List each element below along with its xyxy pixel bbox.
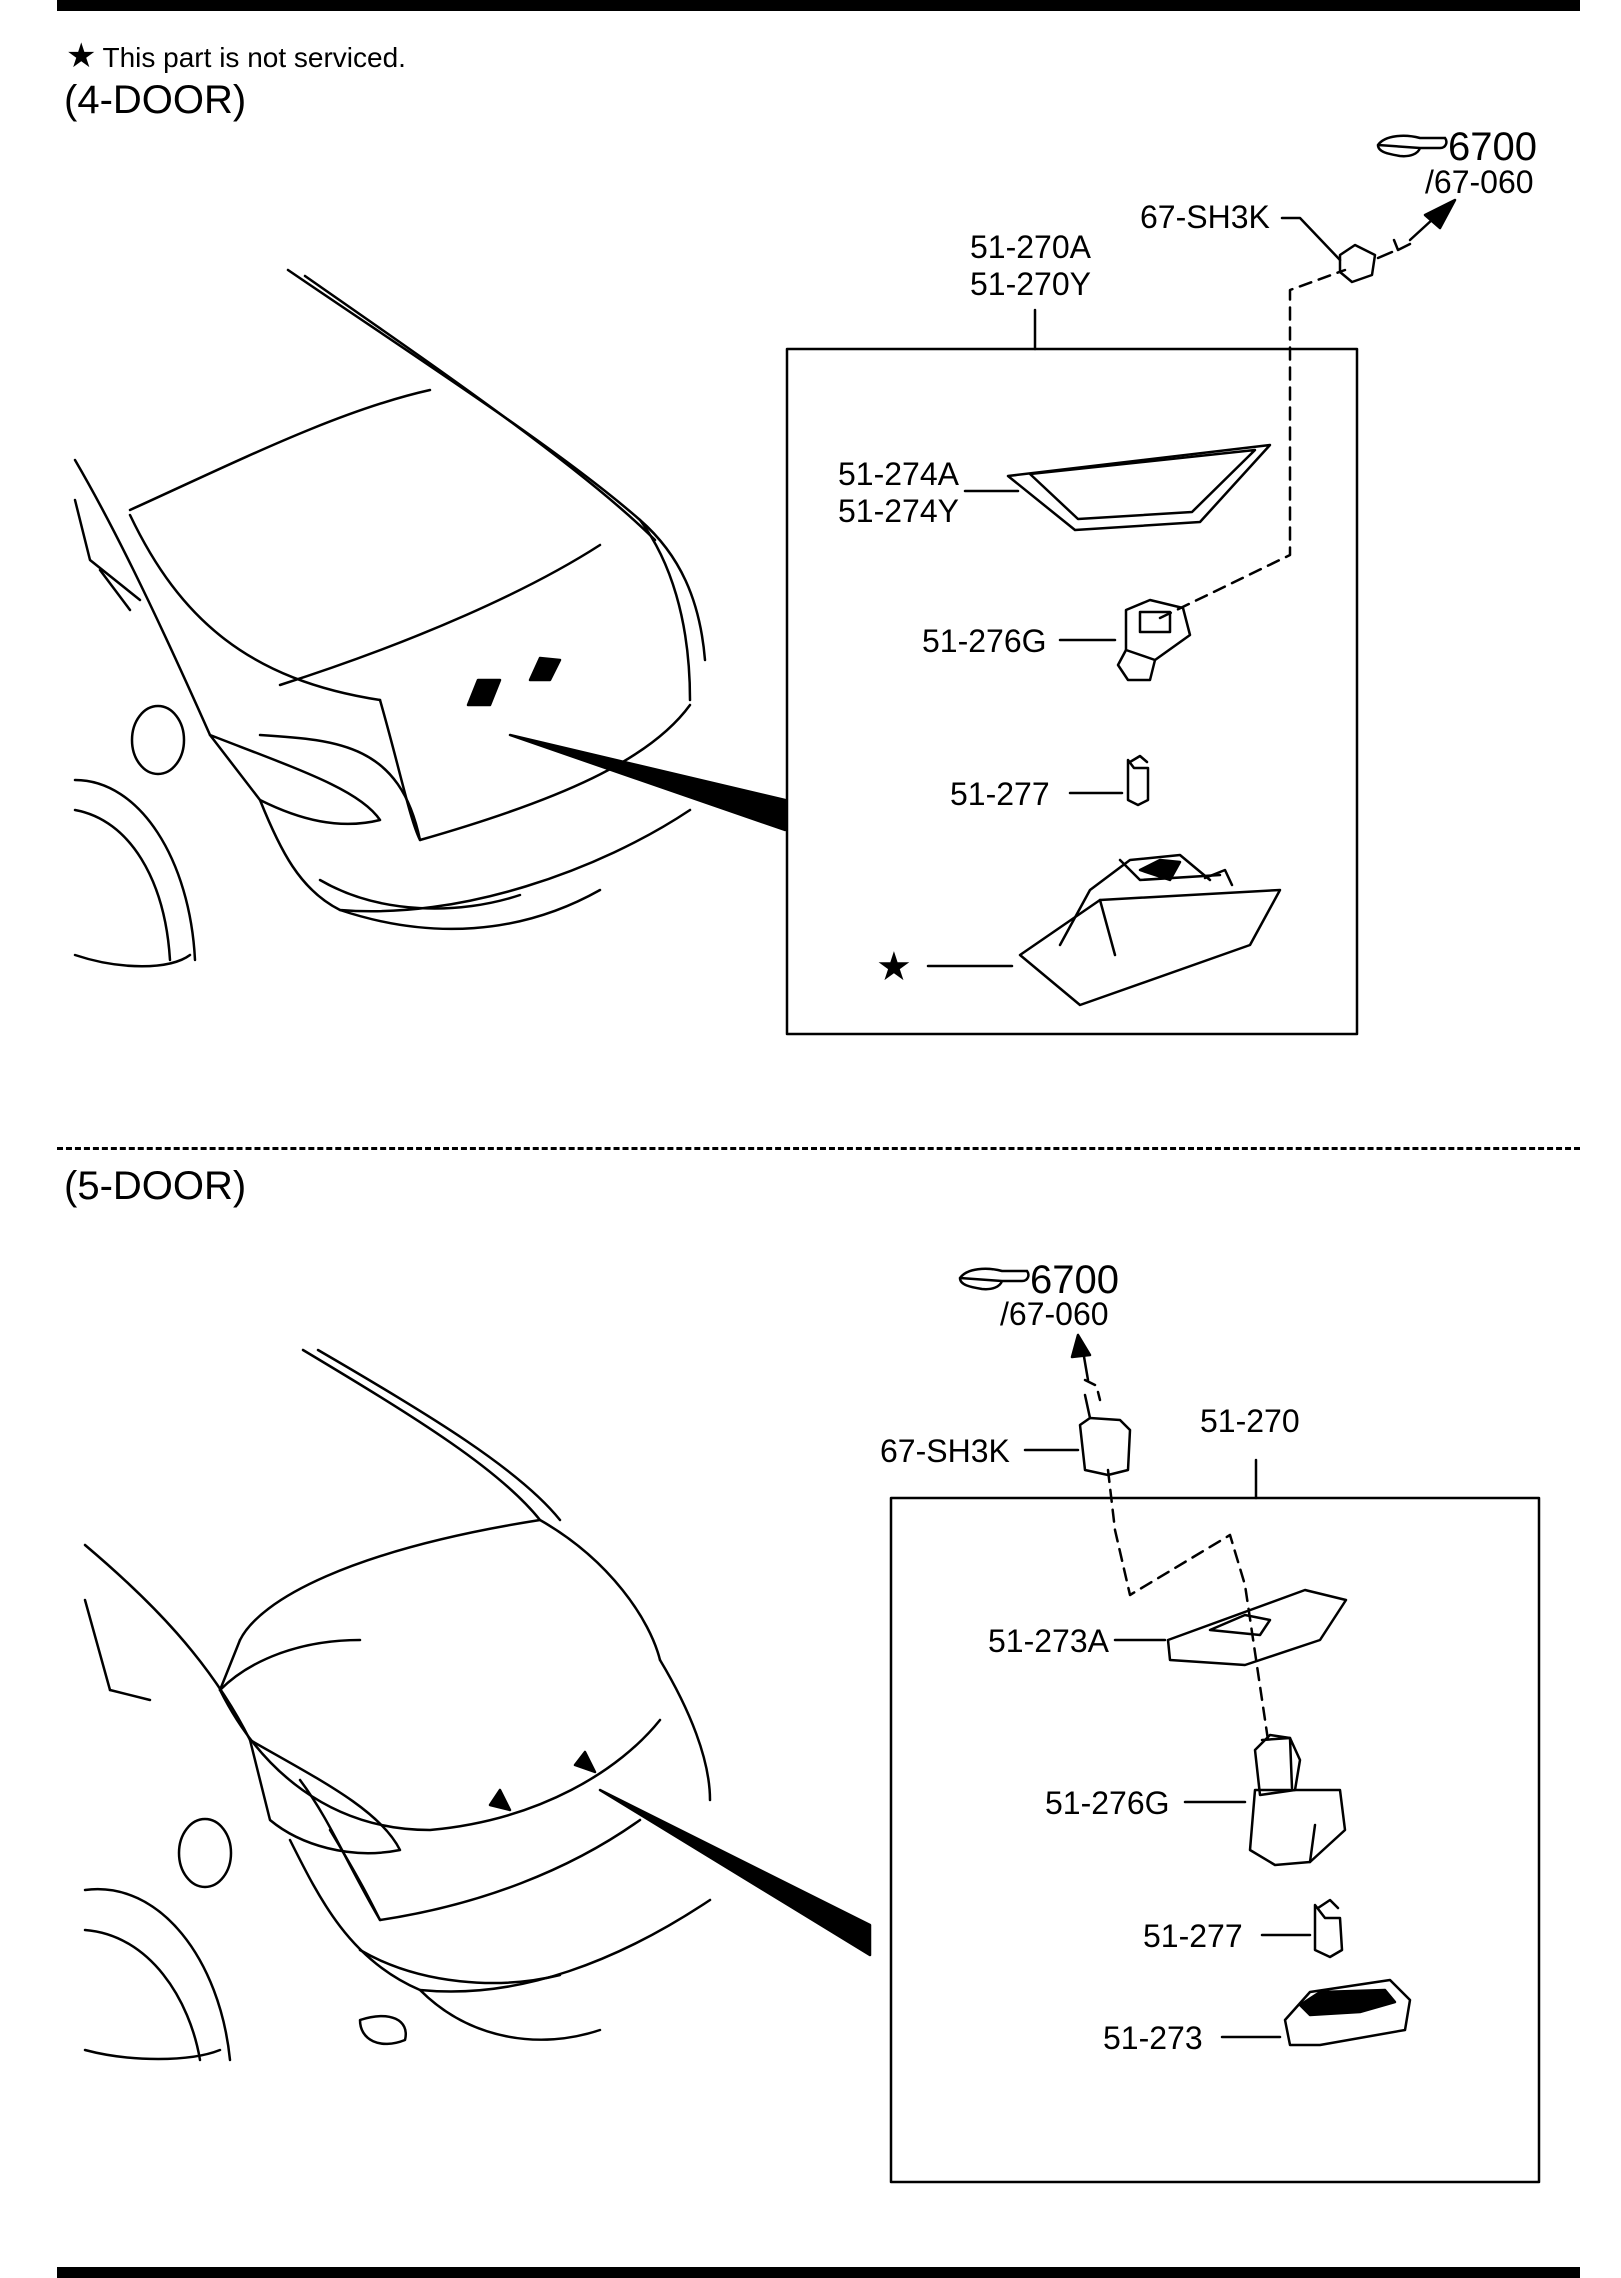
socket-4-door-part [1116, 598, 1192, 682]
label-not-serviced-star: ★ [876, 945, 912, 989]
label-gasket-a: 51-274A [838, 456, 960, 492]
label-socket: 51-276G [1045, 1785, 1170, 1821]
pointing-hand-icon [958, 1267, 1030, 1291]
top-border [57, 0, 1580, 11]
bulb-5-door-part [1313, 1898, 1344, 1959]
label-connector: 67-SH3K [1140, 199, 1270, 235]
car-5-door-illustration [83, 1348, 872, 2062]
assembly-box-4-door [785, 347, 1359, 1036]
bottom-border [57, 2267, 1580, 2278]
car-4-door-illustration [73, 268, 787, 968]
label-connector: 67-SH3K [880, 1433, 1010, 1469]
reference-sub-page: /67-060 [1000, 1296, 1109, 1332]
label-assembly: 51-270 [1200, 1403, 1300, 1439]
bulb-4-door-part [1126, 754, 1150, 807]
not-serviced-note: ★This part is not serviced. [66, 36, 406, 76]
assembly-box-5-door [889, 1496, 1541, 2184]
pointing-hand-icon [1376, 134, 1448, 158]
gasket-5-door-part [1166, 1588, 1348, 1667]
section-divider [57, 1147, 1580, 1150]
label-gasket: 51-273A [988, 1623, 1110, 1659]
lens-5-door-part [1283, 1978, 1412, 2047]
section-title-4-door: (4-DOOR) [64, 78, 247, 122]
star-icon: ★ [66, 37, 97, 75]
reference-sub-page: /67-060 [1425, 164, 1534, 200]
label-socket: 51-276G [922, 623, 1047, 659]
connector-4-door-part [1338, 243, 1377, 284]
label-assembly-y: 51-270Y [970, 266, 1091, 302]
label-gasket-y: 51-274Y [838, 493, 959, 529]
gasket-4-door-part [1006, 443, 1272, 532]
section-title-5-door: (5-DOOR) [64, 1164, 247, 1208]
reference-page-number: 6700 [1030, 1258, 1119, 1302]
label-bulb: 51-277 [1143, 1918, 1243, 1954]
connector-5-door-part [1078, 1416, 1132, 1477]
socket-5-door-part [1248, 1733, 1347, 1867]
label-assembly-a: 51-270A [970, 229, 1092, 265]
label-bulb: 51-277 [950, 776, 1050, 812]
reference-page-number: 6700 [1448, 125, 1537, 169]
note-text: This part is not serviced. [102, 42, 406, 73]
label-lens: 51-273 [1103, 2020, 1203, 2056]
housing-4-door-part [1018, 853, 1282, 1007]
